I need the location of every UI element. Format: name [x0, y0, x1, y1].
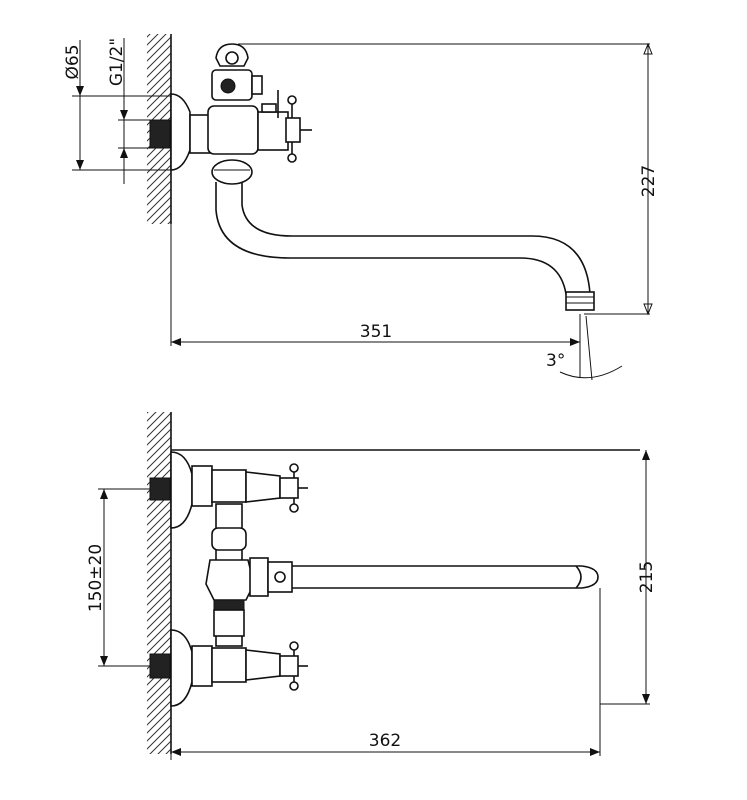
lower-cross-handle	[279, 655, 299, 677]
lower-thread-pipe	[149, 653, 171, 679]
spout-swivel	[211, 159, 253, 185]
thread-size-dimension: G1/2"	[107, 38, 127, 86]
upper-cross-handle	[279, 477, 299, 499]
top-height-dimension: 215	[637, 561, 657, 593]
side-length-dimension: 351	[360, 322, 392, 342]
spout-side	[215, 182, 567, 295]
aerator-side	[565, 291, 595, 311]
wall-flange-side	[170, 93, 191, 171]
lower-valve-body	[211, 647, 247, 683]
spout-angle-dimension: 3°	[546, 351, 565, 371]
spout-connector	[249, 557, 269, 597]
thread-pipe-side	[149, 119, 171, 149]
cross-handle-side	[285, 117, 301, 143]
side-height-dimension: 227	[639, 165, 659, 197]
lower-flange	[170, 629, 193, 707]
top-length-dimension: 362	[369, 731, 401, 751]
top-view: 215 362 150±20	[86, 412, 657, 760]
wall-hatch-top	[147, 412, 171, 754]
mixer-body-side	[207, 105, 259, 155]
center-diverter	[205, 559, 255, 601]
inlet-spacing-dimension: 150±20	[86, 544, 106, 612]
diverter-knob	[220, 78, 236, 94]
side-view: 227 351 3° Ø65 G1/2"	[63, 34, 659, 381]
upper-thread-pipe	[149, 477, 171, 501]
upper-valve-body	[211, 469, 247, 503]
flange-diameter-dimension: Ø65	[63, 44, 83, 79]
upper-flange	[170, 451, 193, 529]
